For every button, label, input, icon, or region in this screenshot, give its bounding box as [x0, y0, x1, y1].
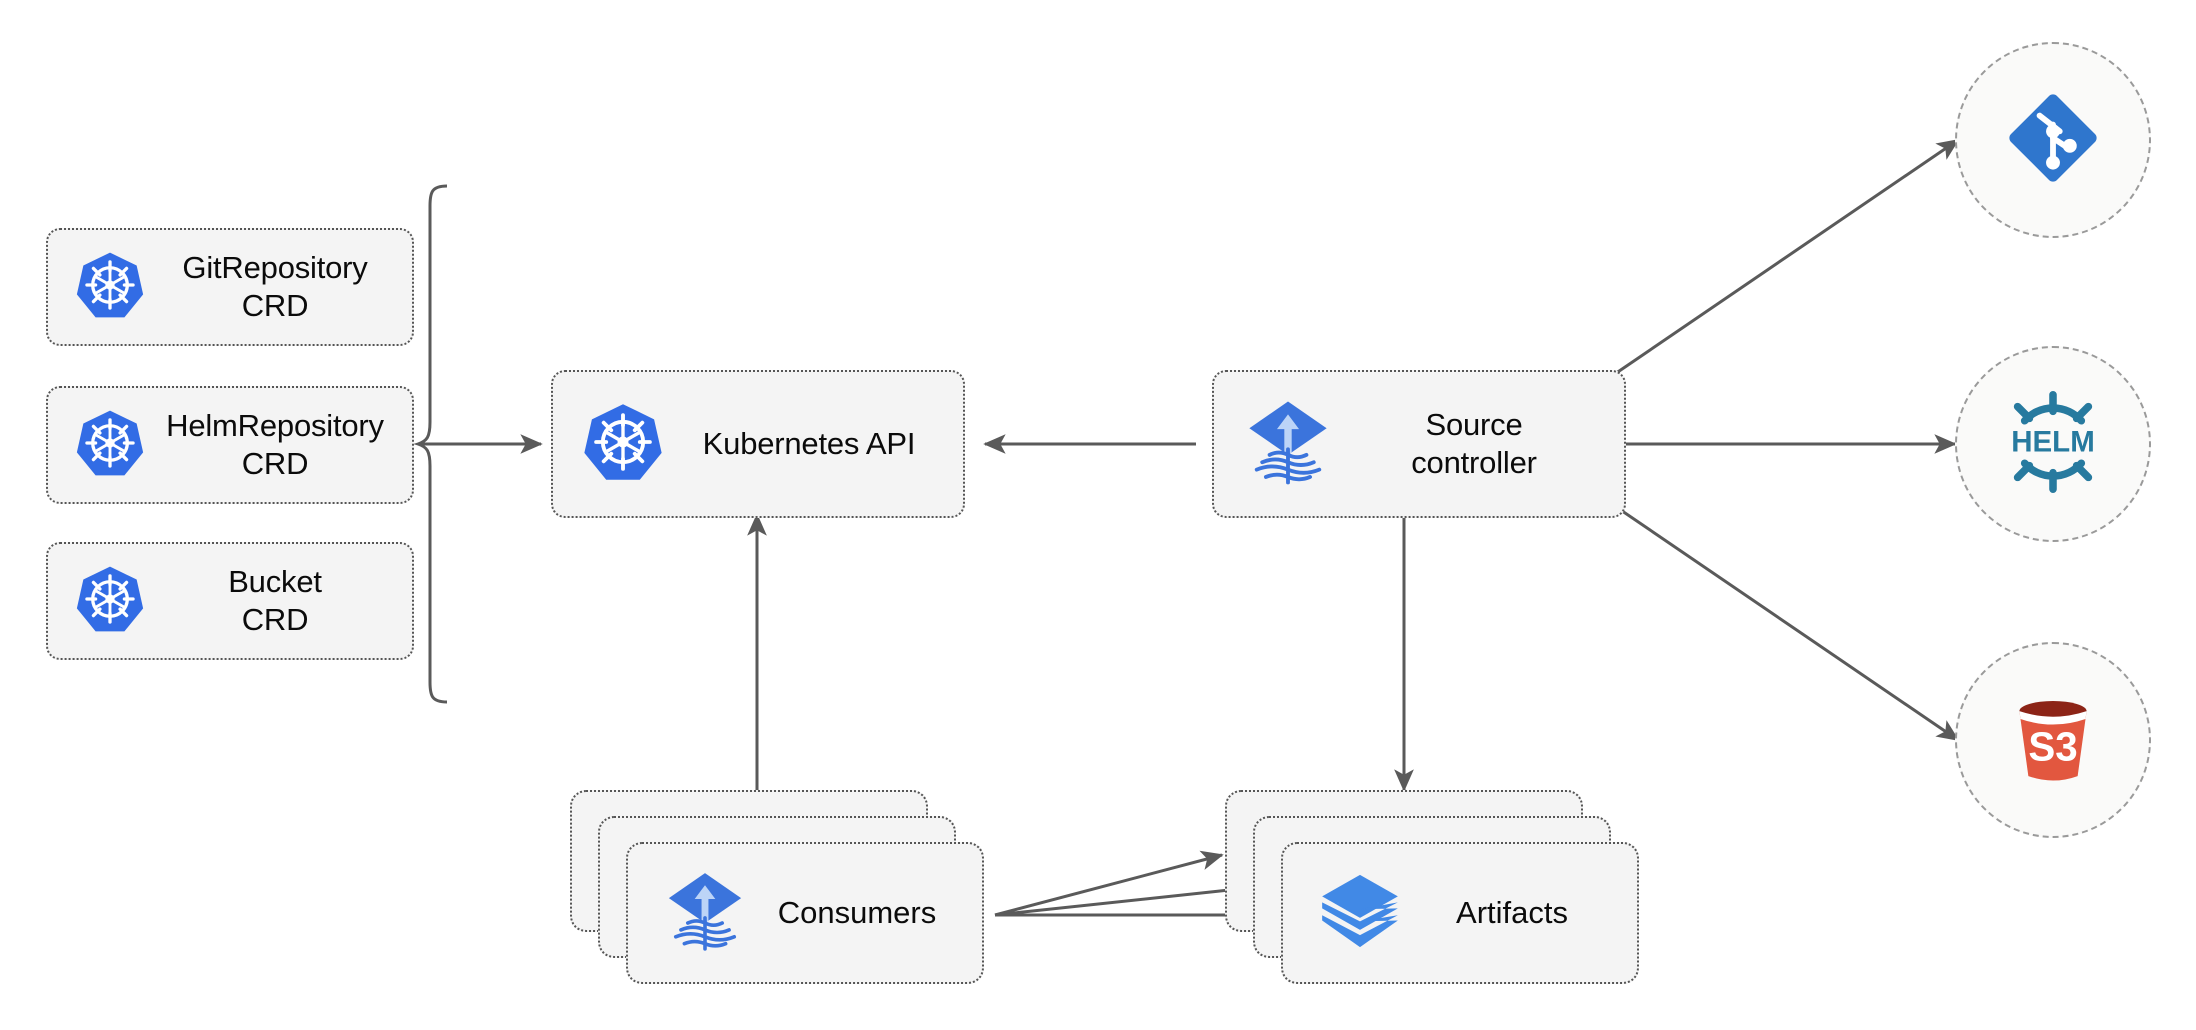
edge-source-controller-to-s3 [1605, 498, 1960, 742]
kubernetes-icon [74, 249, 146, 326]
layers-icon [1317, 868, 1403, 959]
external-source-s3[interactable]: S3 [1955, 642, 2151, 838]
node-artifacts[interactable]: Artifacts [1225, 790, 1665, 990]
node-kubernetes-api[interactable]: Kubernetes API [551, 370, 965, 518]
crd-group-brace [413, 184, 448, 704]
edge-consumers-to-artifacts-1 [994, 850, 1224, 917]
flux-icon [1242, 396, 1334, 493]
node-label: Kubernetes API [702, 426, 916, 462]
flux-icon [662, 868, 748, 959]
node-label: Artifacts [1456, 895, 1568, 930]
helm-icon: HELM [1994, 383, 2112, 506]
git-icon [1997, 82, 2109, 199]
kubernetes-icon [581, 400, 665, 489]
kubernetes-icon [74, 407, 146, 484]
edge-source-controller-to-git [1605, 138, 1960, 382]
external-source-git[interactable] [1955, 42, 2151, 238]
node-label: Consumers [777, 895, 937, 930]
node-consumers[interactable]: Consumers [570, 790, 1010, 990]
consumers-stack-sheet-front[interactable]: Consumers [626, 842, 984, 984]
s3-icon: S3 [1997, 682, 2109, 799]
crd-card-helmrepository[interactable]: HelmRepository CRD [46, 386, 414, 504]
crd-label: GitRepository CRD [182, 250, 368, 323]
artifacts-stack-sheet-front[interactable]: Artifacts [1281, 842, 1639, 984]
external-source-helm[interactable]: HELM [1955, 346, 2151, 542]
crd-card-bucket[interactable]: Bucket CRD [46, 542, 414, 660]
crd-label: HelmRepository CRD [166, 408, 384, 481]
s3-wordmark: S3 [2028, 723, 2077, 769]
crd-label: Bucket CRD [228, 564, 322, 637]
kubernetes-icon [74, 563, 146, 640]
node-source-controller[interactable]: Source controller [1212, 370, 1626, 518]
node-label: Source controller [1411, 407, 1537, 480]
crd-card-gitrepository[interactable]: GitRepository CRD [46, 228, 414, 346]
helm-wordmark: HELM [2011, 425, 2095, 458]
edge-consumers-to-artifacts-2 [994, 880, 1250, 917]
